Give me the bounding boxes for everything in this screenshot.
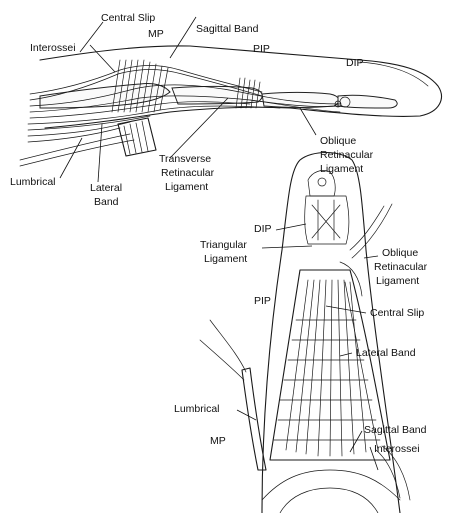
label-transverse-retinacular-1: Transverse: [159, 153, 211, 165]
label-lateral-band-1: Lateral: [90, 182, 122, 194]
label-triangular-2: Ligament: [204, 253, 247, 265]
label-lumbrical: Lumbrical: [10, 176, 56, 188]
label-dorsal-mp: MP: [210, 435, 226, 447]
label-oblique-retinacular-1: Oblique: [320, 135, 356, 147]
label-dorsal-lumbrical: Lumbrical: [174, 403, 220, 415]
label-sagittal-band: Sagittal Band: [196, 23, 259, 35]
label-interossei: Interossei: [30, 42, 76, 54]
label-mp: MP: [148, 28, 164, 40]
dorsal-view-drawing: [200, 153, 410, 513]
label-dip: DIP: [346, 57, 364, 69]
label-dorsal-sagittal-band: Sagittal Band: [364, 424, 427, 436]
label-dorsal-pip: PIP: [254, 295, 271, 307]
label-dorsal-oblique-1: Oblique: [382, 247, 418, 259]
label-dorsal-dip: DIP: [254, 223, 272, 235]
label-dorsal-lateral-band: Lateral Band: [356, 347, 416, 359]
label-oblique-retinacular-2: Retinacular: [320, 149, 374, 161]
label-dorsal-central-slip: Central Slip: [370, 307, 424, 319]
label-triangular-1: Triangular: [200, 239, 247, 251]
label-central-slip: Central Slip: [101, 12, 155, 24]
label-transverse-retinacular-2: Retinacular: [161, 167, 215, 179]
label-pip: PIP: [253, 43, 270, 55]
label-lateral-band-2: Band: [94, 196, 119, 208]
label-dorsal-oblique-3: Ligament: [376, 275, 419, 287]
label-transverse-retinacular-3: Ligament: [165, 181, 208, 193]
lateral-view-drawing: [20, 46, 441, 166]
label-dorsal-interossei: Interossei: [374, 443, 420, 455]
label-dorsal-oblique-2: Retinacular: [374, 261, 428, 273]
